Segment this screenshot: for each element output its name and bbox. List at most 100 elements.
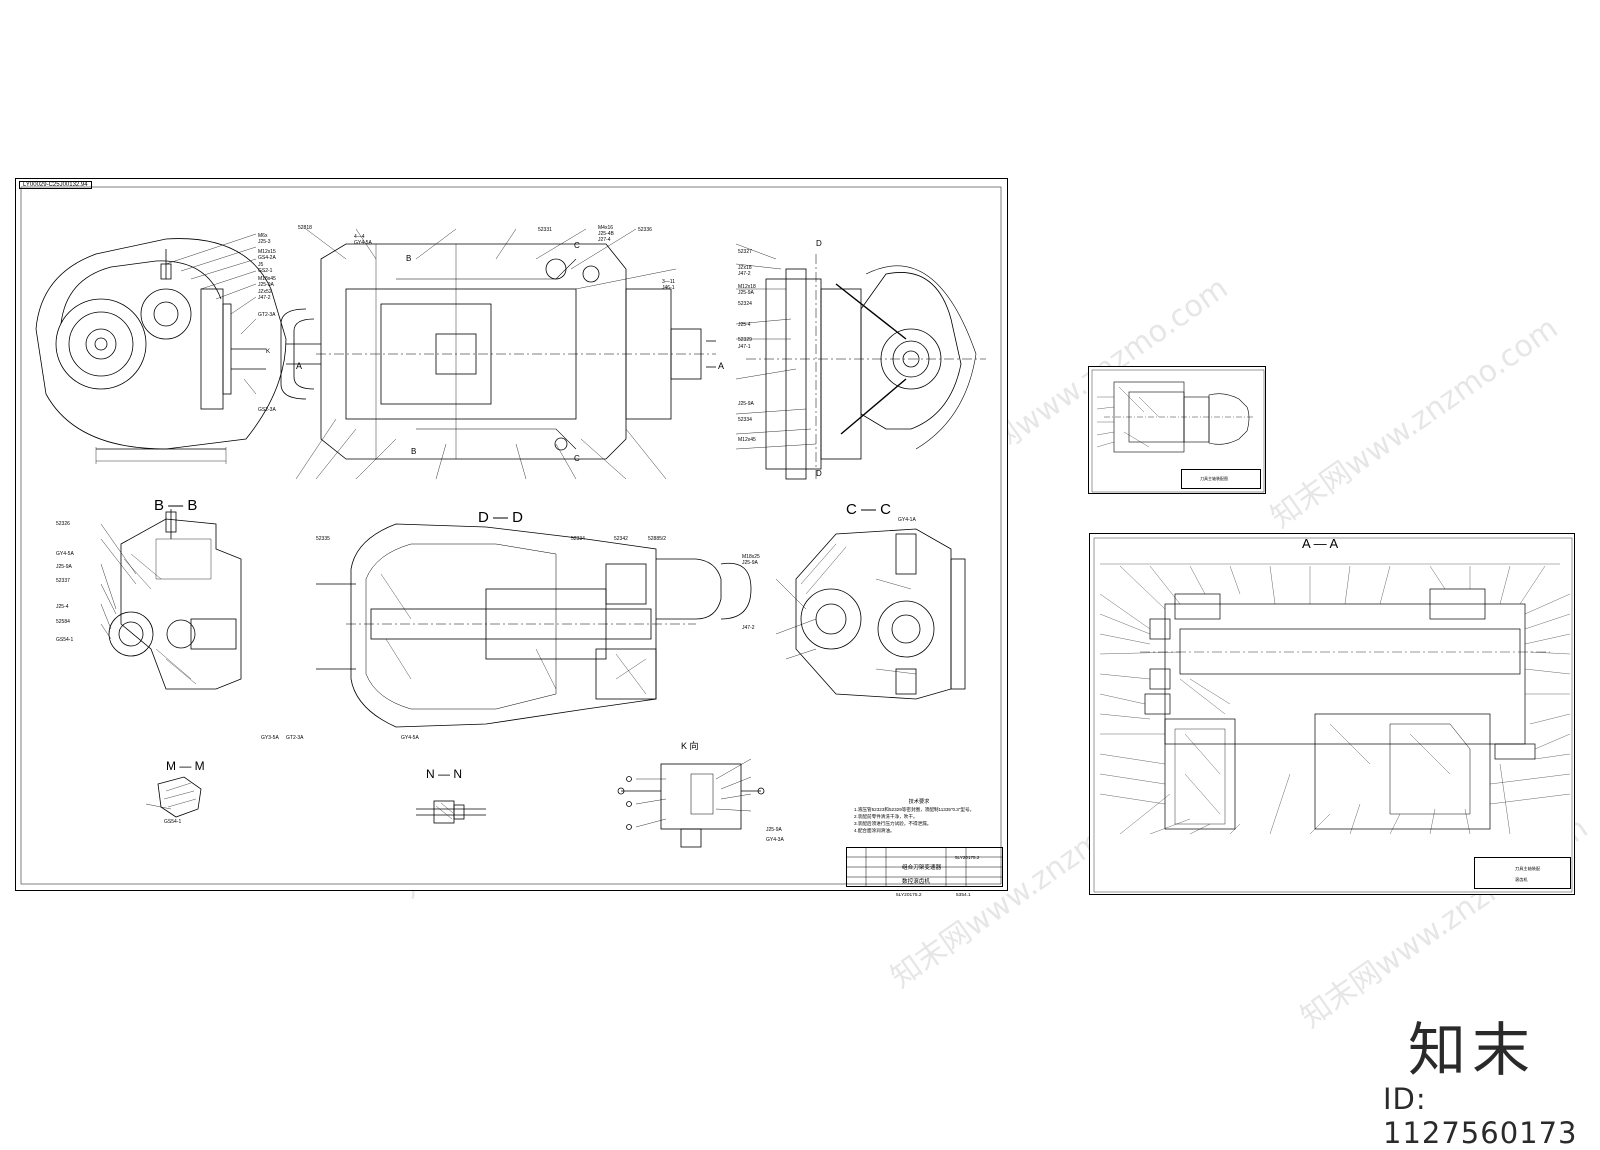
front-view xyxy=(35,233,287,464)
part-callout: J25-3 xyxy=(258,239,271,245)
title-block-machine: 数控滚齿机 xyxy=(902,879,930,885)
note-line: 2.装配前零件清洗干净，吹干。 xyxy=(854,814,918,819)
large-title-block: 刀具主轴装配 滚齿机 xyxy=(1474,857,1571,889)
section-c-c xyxy=(775,528,966,700)
part-callout: J47-1 xyxy=(738,344,751,350)
part-callout: J25-4 xyxy=(738,322,751,328)
view-label-m-m: M — M xyxy=(166,759,205,773)
part-callout: M12x15 xyxy=(258,249,276,255)
part-callout: GY4-1A xyxy=(898,517,916,523)
part-callout: JZx18 xyxy=(738,265,752,271)
part-callout: J5 xyxy=(258,262,264,268)
part-callout: 52336 xyxy=(638,227,652,233)
part-callout: J25-9A xyxy=(766,827,782,833)
part-callout: J25-9A xyxy=(742,560,758,566)
part-callout: GY4-5A xyxy=(354,240,372,246)
part-callout: GY3-5A xyxy=(261,735,279,741)
title-block-drawing-code: 5LY20175.2 xyxy=(955,855,980,860)
part-callout: JZx52 xyxy=(258,289,272,295)
section-a-a-view xyxy=(1093,537,1573,893)
part-callout: M12x18 xyxy=(738,284,756,290)
section-marker-b-top: B xyxy=(406,254,412,263)
part-callout: J25-9A xyxy=(56,564,72,570)
large-sheet-subtitle: 滚齿机 xyxy=(1515,877,1528,882)
part-callout: 52584 xyxy=(56,619,70,625)
part-callout: M4x16 xyxy=(598,225,614,231)
small-sheet-title: 刀具主轴装配图 xyxy=(1200,476,1228,481)
part-callout: 52326 xyxy=(56,521,70,527)
section-m-m xyxy=(145,776,202,818)
part-callout: 4—4 xyxy=(354,234,365,240)
part-callout: 52818 xyxy=(298,225,312,231)
part-callout: 3—11 xyxy=(662,279,675,285)
part-callout: J47-2 xyxy=(742,625,755,631)
view-label-b-b: B — B xyxy=(154,497,198,514)
part-callout: GY4-5A xyxy=(56,551,74,557)
part-callout: 52324 xyxy=(738,301,752,307)
part-callout: M18x45 xyxy=(258,276,276,282)
section-marker-c-top: C xyxy=(574,241,580,250)
part-callout: M6x xyxy=(258,233,268,239)
notes-heading: 技术要求 xyxy=(908,799,930,805)
section-marker-c-bottom: C xyxy=(574,454,580,463)
part-callout: J46-1 xyxy=(662,285,675,291)
title-block-name: 组合刀架变速器 xyxy=(902,865,942,871)
part-callout: J25-9A xyxy=(738,290,754,296)
note-line: 3.装配后须进行压力试验，不得泄漏。 xyxy=(854,821,932,826)
section-marker-a-left: A xyxy=(296,361,303,371)
part-callout: GS54-1 xyxy=(164,819,182,825)
technical-notes: 技术要求 1.液压管52323和52329等密封圈，须配制11335“0.3”型… xyxy=(854,799,984,834)
part-callout: 52334 xyxy=(738,417,752,423)
part-callout: 52335 xyxy=(316,536,330,542)
watermark: 知末网www.znzmo.com xyxy=(1264,310,1565,536)
section-marker-d-bottom: D xyxy=(816,469,822,478)
part-callout: J47-2 xyxy=(738,271,751,277)
sheet-code: LY00029-C25J00132.94 xyxy=(19,181,92,189)
part-callout: 52331 xyxy=(538,227,552,233)
small-drawing-view xyxy=(1091,369,1265,493)
part-callout: 52342 xyxy=(614,536,628,542)
large-sheet-title: 刀具主轴装配 xyxy=(1515,866,1541,871)
title-block-grid xyxy=(846,847,1003,887)
view-label-k: K 向 xyxy=(681,741,699,751)
part-callout: GY4-5A xyxy=(401,735,419,741)
sheet-footer-code: 5LY20175.2 xyxy=(896,893,922,898)
sheet-footer-number: 5354.1 xyxy=(956,893,971,898)
part-callout: J47-2 xyxy=(258,295,271,301)
note-line: 4.配合面涂润滑油。 xyxy=(854,828,895,833)
part-callout: 52329 xyxy=(738,337,752,343)
part-callout: GY4-3A xyxy=(766,837,784,843)
section-marker-b-bottom: B xyxy=(411,447,417,456)
section-marker-k: K xyxy=(266,349,271,355)
part-callout: J25-4 xyxy=(56,604,69,610)
part-callout: 52334 xyxy=(571,536,585,542)
brand-logo: 知末 xyxy=(1408,1016,1537,1084)
side-view xyxy=(735,243,986,480)
part-callout: J25-9A xyxy=(258,282,274,288)
section-n-n xyxy=(416,800,486,824)
part-callout: J27-4 xyxy=(598,237,611,243)
part-callout: 52885/2 xyxy=(648,536,667,542)
view-label-c-c: C — C xyxy=(846,501,891,518)
large-drawing-sheet: A — A 刀具主轴装配 滚齿机 xyxy=(1089,533,1575,895)
part-callout: GT2-3A xyxy=(286,735,304,741)
view-k xyxy=(617,758,765,848)
view-label-d-d: D — D xyxy=(478,509,523,526)
part-callout: J25-4B xyxy=(598,231,614,237)
part-callout: J25-9A xyxy=(738,401,754,407)
part-callout: GT2-3A xyxy=(258,312,276,318)
part-callout: M12x45 xyxy=(738,437,756,443)
section-marker-d-top: D xyxy=(816,239,822,248)
main-drawing-sheet: LY00029-C25J00132.94 xyxy=(15,178,1008,898)
part-callout: 52327 xyxy=(738,249,752,255)
plan-view xyxy=(280,228,716,480)
part-callout: M18x25 xyxy=(742,554,760,560)
part-callout: GS2-1 xyxy=(258,268,273,274)
section-d-d xyxy=(316,523,752,728)
part-callout: 52337 xyxy=(56,578,70,584)
small-drawing-sheet: 刀具主轴装配图 xyxy=(1088,366,1266,494)
small-title-block: 刀具主轴装配图 xyxy=(1181,469,1261,489)
section-b-b xyxy=(100,509,242,690)
note-line: 1.液压管52323和52329等密封圈，须配制11335“0.3”型号。 xyxy=(854,807,975,812)
part-callout: GS54-1 xyxy=(56,637,74,643)
